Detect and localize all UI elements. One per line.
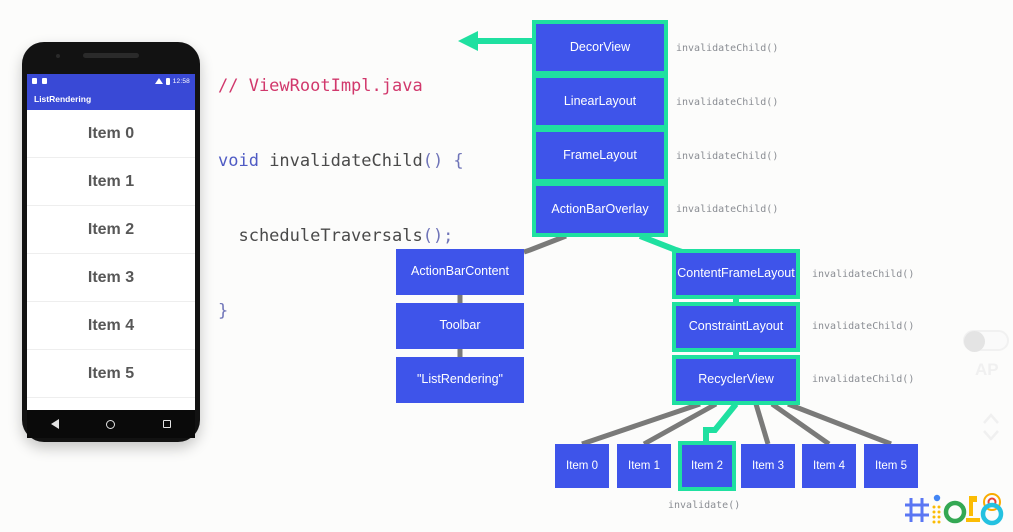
status-bar-system-icons: 12:58: [154, 77, 190, 85]
tree-node-label: Toolbar: [439, 318, 481, 333]
tree-node-label: Item 3: [752, 460, 784, 472]
code-snippet: // ViewRootImpl.java void invalidateChil…: [218, 24, 464, 374]
watermark-chevron-icon: [980, 410, 1002, 445]
home-icon[interactable]: [106, 419, 116, 429]
tree-node-item-2[interactable]: Item 2: [678, 441, 736, 491]
tree-node-item-1[interactable]: Item 1: [617, 444, 671, 488]
list-item[interactable]: Item 5: [27, 350, 195, 398]
edge-recycler-item0: [581, 401, 701, 447]
tree-node-label: Item 0: [566, 460, 598, 472]
status-bar: 12:58: [27, 74, 195, 88]
status-bar-notifications: [32, 78, 47, 84]
code-line-signature: void invalidateChild() {: [218, 151, 464, 171]
tree-node-recyclerview[interactable]: RecyclerView: [672, 355, 800, 405]
phone-mockup: 12:58 ListRendering Item 0 Item 1 Item 2…: [22, 42, 200, 442]
code-line-body: scheduleTraversals();: [218, 226, 454, 246]
call-label-recyclerview: invalidateChild(): [812, 374, 915, 385]
tree-node-item-4[interactable]: Item 4: [802, 444, 856, 488]
call-label-linearlayout: invalidateChild(): [676, 97, 779, 108]
tree-node-item-5[interactable]: Item 5: [864, 444, 918, 488]
tree-node-label: ConstraintLayout: [688, 319, 784, 334]
list-item[interactable]: Item 3: [27, 254, 195, 302]
tree-node-linearlayout[interactable]: LinearLayout: [532, 74, 668, 129]
call-label-constraintlayout: invalidateChild(): [812, 321, 915, 332]
tree-node-item-3[interactable]: Item 3: [741, 444, 795, 488]
edge-recycler-item2: [703, 402, 739, 442]
tree-node-actionbarcontent[interactable]: ActionBarContent: [396, 249, 524, 295]
call-label-contentframelayout: invalidateChild(): [812, 269, 915, 280]
tree-node-label: LinearLayout: [563, 93, 637, 108]
tree-node-listrendering-text[interactable]: "ListRendering": [396, 357, 524, 403]
tree-node-label: Item 2: [691, 460, 723, 472]
list-item[interactable]: Item 0: [27, 110, 195, 158]
code-line-close: }: [218, 301, 229, 321]
earpiece-speaker: [83, 53, 139, 58]
list-item[interactable]: Item 1: [27, 158, 195, 206]
edge-recycler-item1: [642, 401, 718, 447]
tree-node-contentframelayout[interactable]: ContentFrameLayout: [672, 249, 800, 299]
android-navigation-bar: [27, 410, 195, 438]
list-item[interactable]: Item 2: [27, 206, 195, 254]
list-item[interactable]: Item 4: [27, 302, 195, 350]
tree-node-label: FrameLayout: [563, 147, 637, 162]
recycler-view-list[interactable]: Item 0 Item 1 Item 2 Item 3 Item 4 Item …: [27, 110, 195, 398]
back-icon[interactable]: [50, 419, 59, 429]
tree-node-item-0[interactable]: Item 0: [555, 444, 609, 488]
battery-icon: [165, 77, 170, 85]
tree-node-label: ActionBarContent: [411, 264, 509, 279]
watermark-toggle-switch: [963, 330, 1009, 352]
edge-recycler-item5: [787, 401, 892, 447]
tree-node-framelayout[interactable]: FrameLayout: [532, 128, 668, 183]
tree-node-label: RecyclerView: [698, 372, 774, 387]
call-label-decorview: invalidateChild(): [676, 43, 779, 54]
status-bar-clock: 12:58: [172, 77, 190, 85]
tree-node-label: ActionBarOverlay: [551, 201, 649, 216]
call-label-actionbaroverlay: invalidateChild(): [676, 204, 779, 215]
app-bar-title: ListRendering: [34, 94, 92, 104]
google-io-logo: [905, 488, 1005, 526]
tree-node-label: "ListRendering": [416, 372, 503, 387]
tree-node-label: DecorView: [569, 39, 631, 54]
tree-node-label: Item 4: [813, 460, 845, 472]
notification-square-icon: [42, 78, 47, 84]
recents-icon[interactable]: [163, 420, 172, 428]
front-camera-icon: [56, 54, 60, 58]
edge-recycler-item4: [770, 401, 831, 447]
pointer-arrow-icon: [458, 31, 533, 51]
tree-node-label: Item 1: [628, 460, 660, 472]
watermark-ap-label: AP: [975, 360, 999, 379]
code-line-comment: // ViewRootImpl.java: [218, 76, 423, 96]
call-label-invalidate: invalidate(): [668, 500, 741, 511]
edge-overlay-actionbarcontent: [523, 233, 567, 255]
app-bar: ListRendering: [27, 88, 195, 110]
tree-node-actionbaroverlay[interactable]: ActionBarOverlay: [532, 182, 668, 237]
phone-screen: 12:58 ListRendering Item 0 Item 1 Item 2…: [27, 74, 195, 410]
call-label-framelayout: invalidateChild(): [676, 151, 779, 162]
notification-square-icon: [32, 78, 37, 84]
toggle-knob: [964, 331, 985, 352]
edge-recycler-item3: [753, 403, 771, 445]
tree-node-decorview[interactable]: DecorView: [532, 20, 668, 75]
tree-node-label: ContentFrameLayout: [677, 266, 795, 281]
tree-node-label: Item 5: [875, 460, 907, 472]
tree-node-constraintlayout[interactable]: ConstraintLayout: [672, 302, 800, 352]
wifi-icon: [154, 78, 163, 84]
tree-node-toolbar[interactable]: Toolbar: [396, 303, 524, 349]
